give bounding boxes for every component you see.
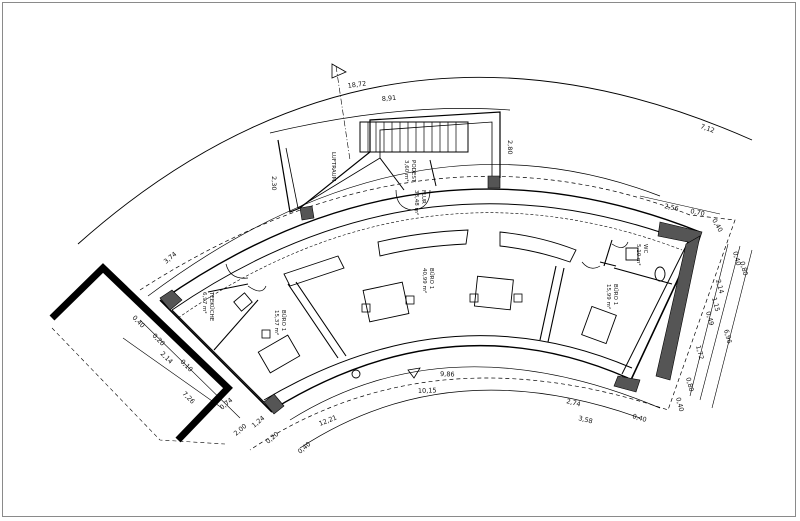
terrace-dash — [51, 327, 226, 445]
section-line-top — [335, 65, 351, 161]
room-wc-area: 5,10 m² — [635, 244, 642, 266]
stair-outline — [359, 121, 469, 153]
dimension-arc-upper — [269, 108, 511, 134]
dim-west-side-2: 2,14 — [159, 350, 175, 366]
inner-wall-south — [271, 344, 629, 411]
section-marker-bottom — [407, 367, 421, 379]
east-end-wall-inner — [621, 241, 689, 375]
dim-terrace-depth: 7,26 — [181, 390, 197, 406]
room-flur-name: FLUR — [420, 190, 426, 204]
room-buero-east-name: BÜRO 1 — [612, 284, 619, 305]
dim-west-side-1: 0,20 — [151, 332, 167, 348]
dim-east-side-7: 0,40 — [674, 396, 685, 412]
dimension-arc-outer — [77, 76, 753, 245]
room-teekueche-name: TEEKÜCHE — [208, 291, 215, 322]
dim-east-side-1: 0,80 — [738, 260, 749, 276]
dim-east-side-5: 1,72 — [694, 344, 705, 360]
partitions — [207, 239, 673, 359]
room-podest-area: 3,60 m² — [403, 160, 410, 182]
corner-hatch — [159, 175, 703, 415]
dim-east-side-2: 2,14 — [714, 278, 725, 294]
dim-west-side-0: 0,40 — [131, 314, 147, 330]
inner-dim-arc-1 — [289, 366, 661, 421]
stair-core-wall-inner — [285, 121, 493, 209]
dim-extension-lines — [639, 195, 753, 409]
west-end-wall-inner — [171, 309, 265, 403]
room-buero-west-name: BÜRO 1 — [280, 310, 287, 331]
dimension-arc-middle — [147, 164, 661, 297]
dim-east-side-0: 0,40 — [731, 250, 742, 266]
room-buero-main-area: 40,99 m² — [421, 268, 428, 293]
dim-east-side-3: 1,15 — [710, 296, 721, 312]
outer-wall-north-inner — [171, 203, 689, 311]
door-swings — [225, 189, 629, 292]
room-buero-east-area: 15,99 m² — [605, 284, 612, 309]
room-teekueche-area: 6,97 m² — [201, 292, 208, 314]
dim-inner-c: 3,58 — [578, 414, 594, 425]
slab-outline-dashed — [139, 175, 736, 451]
stair-treads — [367, 122, 457, 152]
dim-east-top-c: 0,40 — [710, 217, 724, 234]
dim-inner-e: 0,40 — [631, 412, 647, 424]
outer-wall-north-dashed — [177, 212, 683, 319]
outer-wall-north — [161, 188, 701, 301]
room-podest-name: PODEST — [410, 160, 416, 183]
dim-outer-segment: 8,91 — [381, 94, 396, 103]
dim-stair-width: 2,80 — [506, 140, 514, 154]
terrace-wall — [49, 263, 233, 443]
terrace-dim-1 — [122, 337, 223, 409]
west-end-wall — [159, 299, 273, 413]
dim-inner-total: 12,21 — [318, 413, 338, 427]
furniture — [233, 229, 666, 379]
section-marker-top — [331, 63, 347, 79]
dim-east-top-a: 2,56 — [664, 202, 680, 213]
dim-stair-side: 2,30 — [270, 176, 278, 190]
dim-east-side-6: 0,80 — [684, 376, 695, 392]
dim-east-total: 6,96 — [722, 328, 733, 344]
room-flur-area: 38,48 m² — [413, 190, 420, 215]
dim-outer-total: 18,72 — [347, 79, 367, 90]
room-labels: FLUR 38,48 m² BÜRO 1 40,99 m² BÜRO 1 15,… — [201, 152, 648, 335]
dim-inner-b: 2,74 — [566, 397, 582, 408]
dim-inner-d: 10,15 — [418, 386, 437, 395]
dim-east-top-b: 0,70 — [690, 207, 706, 218]
dim-east-side-4: 0,49 — [704, 310, 715, 326]
inner-dim-arc-2 — [299, 389, 641, 449]
dim-inner-a: 9,86 — [440, 370, 455, 379]
inner-wall-south-inner — [263, 335, 633, 401]
room-buero-west-area: 15,37 m² — [273, 310, 280, 335]
room-wc-name: WC — [642, 244, 648, 253]
stair-core-wall — [277, 111, 501, 213]
dim-west-bottom-4: 0,40 — [296, 440, 312, 455]
room-luftraum-name: LUFTRAUM — [330, 152, 336, 182]
terrace-dim-2 — [139, 319, 241, 419]
dim-west-bottom-2: 1,24 — [250, 414, 266, 429]
room-buero-main-name: BÜRO 1 — [428, 268, 435, 289]
dim-west-bottom-1: 2,00 — [232, 422, 248, 437]
podest-wall-2 — [429, 159, 437, 187]
dim-west-segment: 3,74 — [162, 250, 178, 265]
podest-wall — [379, 157, 405, 191]
chairs — [261, 293, 523, 339]
